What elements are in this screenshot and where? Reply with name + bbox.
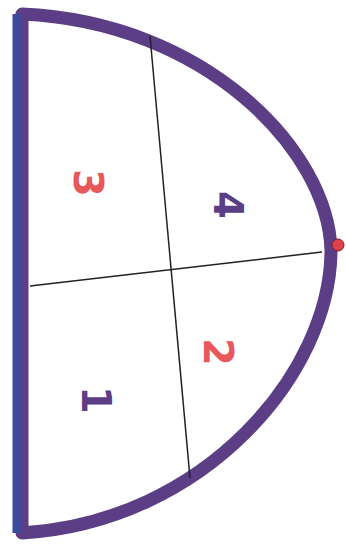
flat-edge xyxy=(13,14,22,533)
callout-number: 2 xyxy=(198,338,238,366)
knob xyxy=(332,239,344,251)
vertical-divider xyxy=(150,36,190,478)
callout-number: 3 xyxy=(68,169,108,197)
half-disc-outline xyxy=(22,14,331,533)
callout-number: 4 xyxy=(208,191,248,219)
callout-number: 1 xyxy=(76,386,116,414)
horizontal-divider xyxy=(30,252,322,286)
